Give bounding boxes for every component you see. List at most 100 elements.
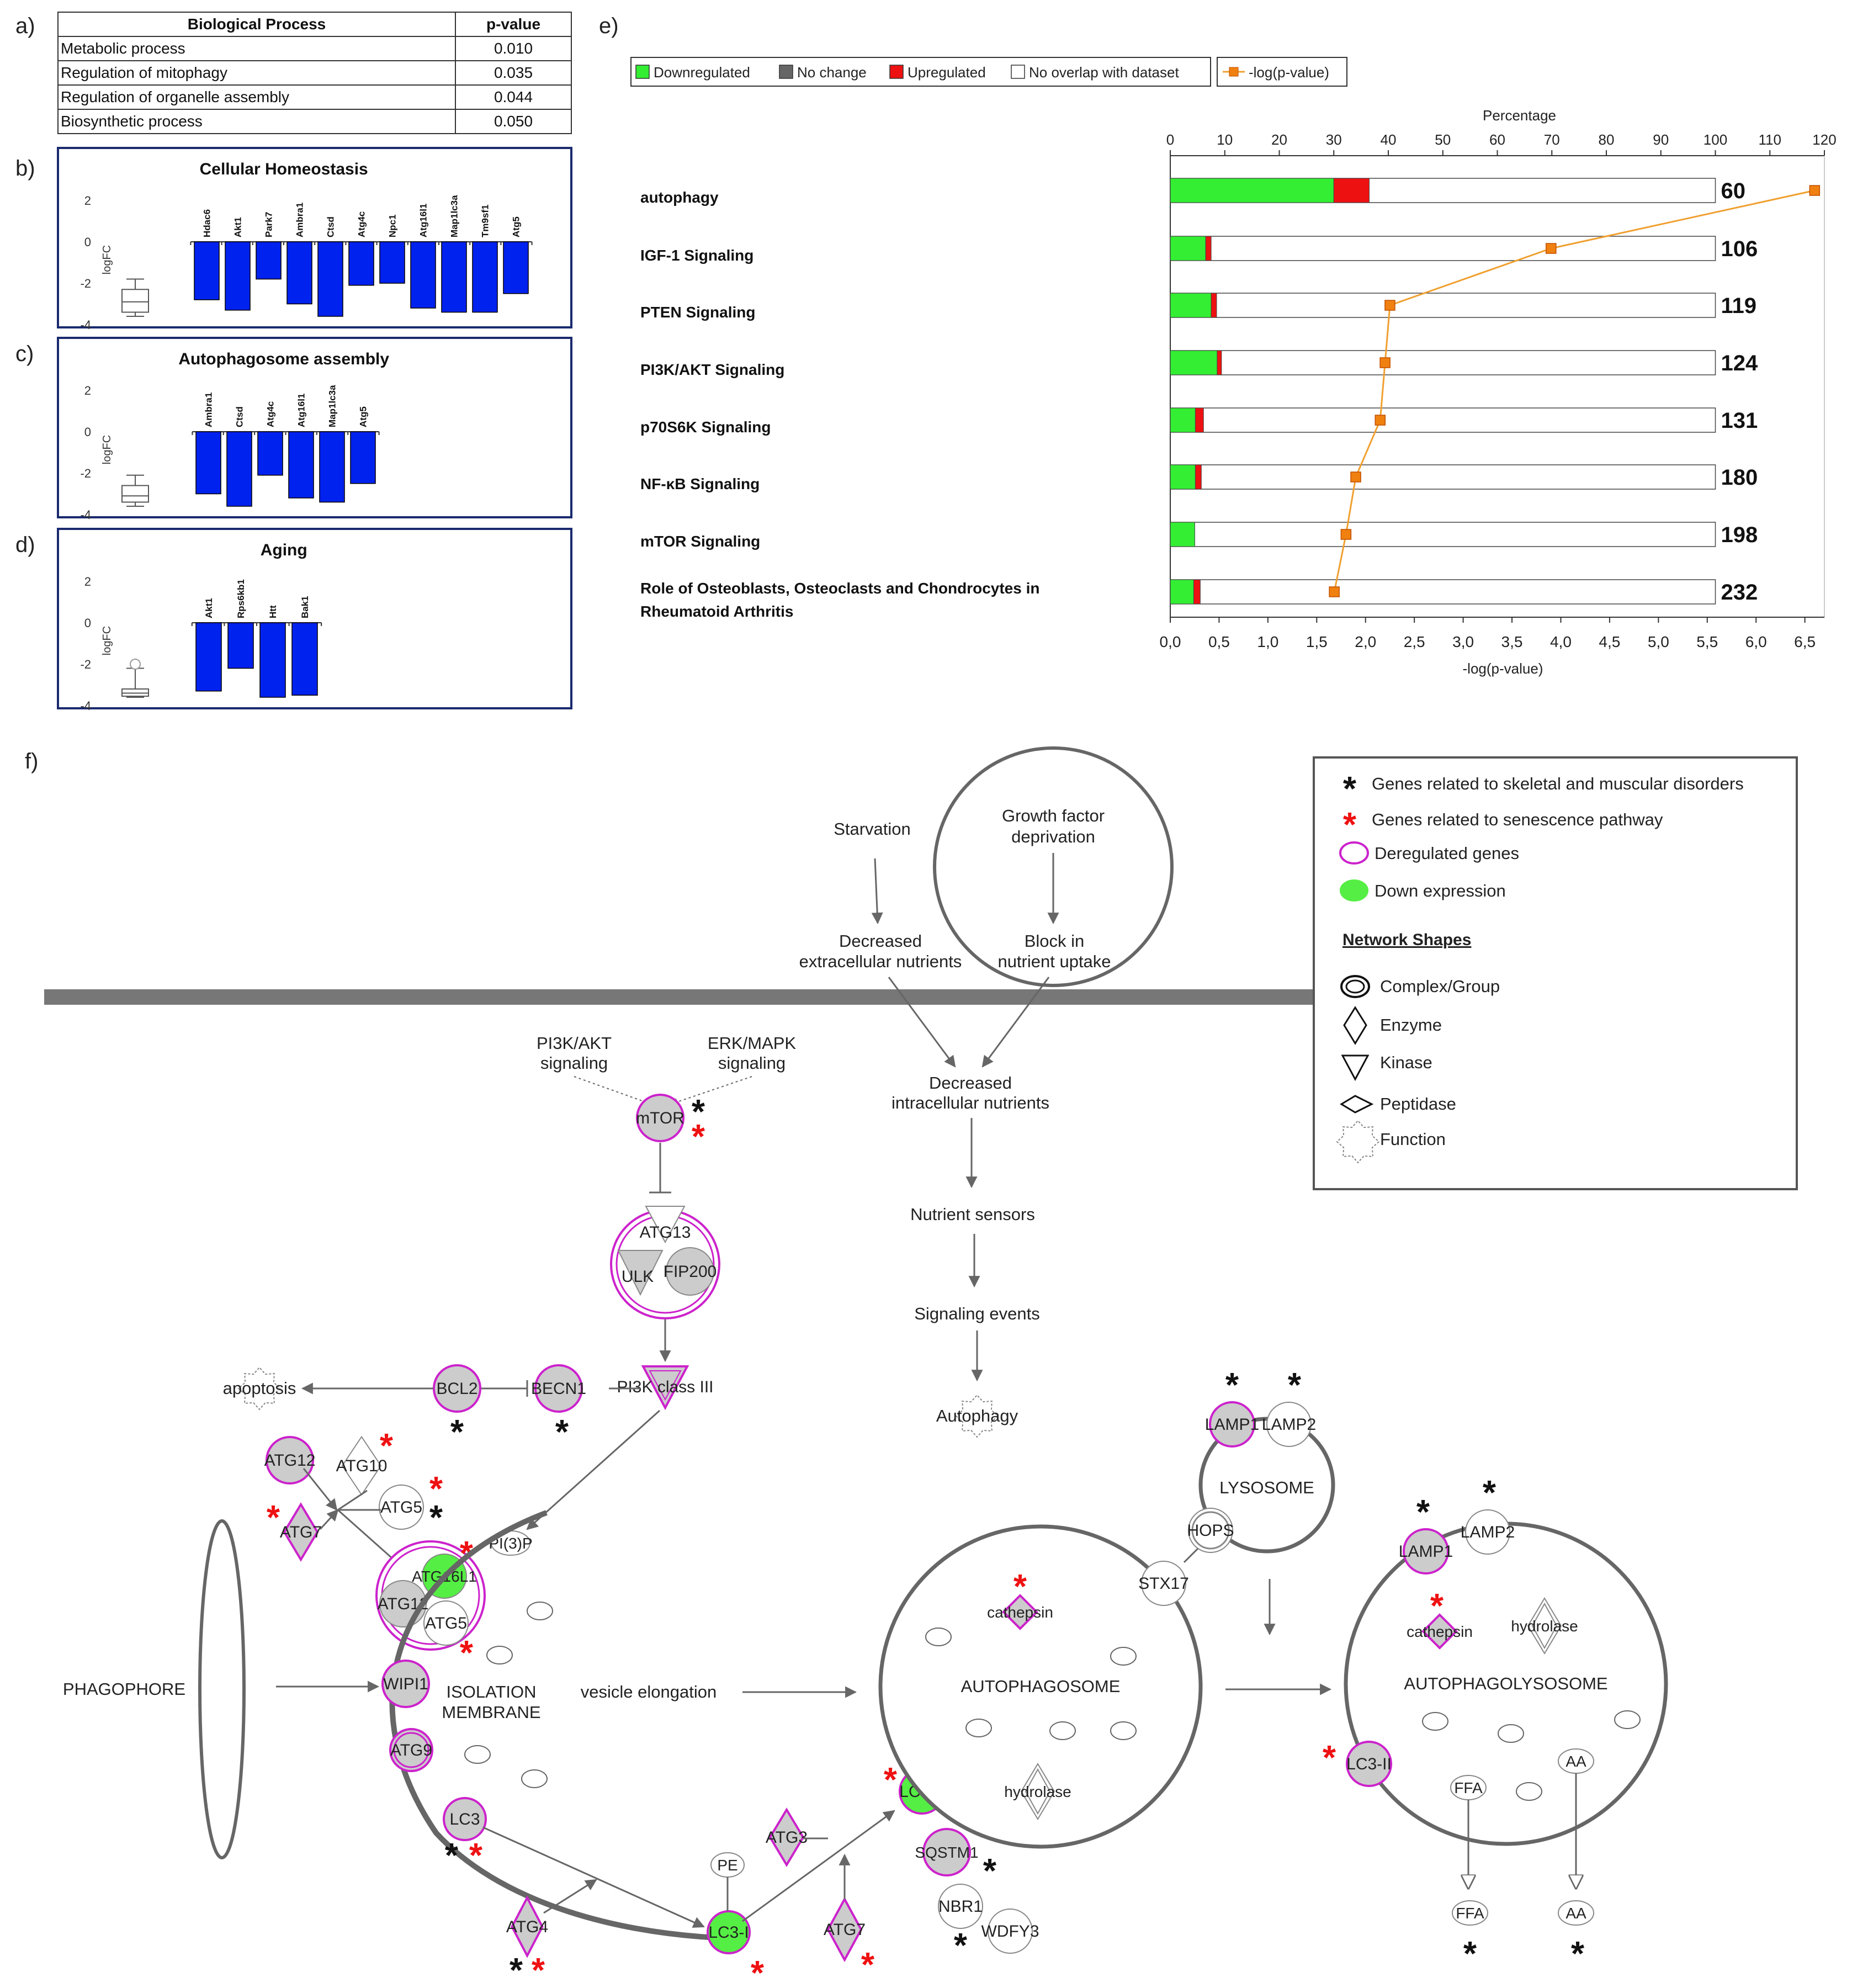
arrow-starvation xyxy=(871,858,883,925)
bcl2-label: BCL2 xyxy=(436,1380,477,1398)
category-label: Atg16l1 xyxy=(296,394,307,427)
logp-marker xyxy=(1809,185,1821,196)
atg7-lower-node xyxy=(826,1896,863,1963)
lysosome-label: LYSOSOME xyxy=(1219,1478,1314,1497)
bar-downregulated xyxy=(1170,178,1334,203)
becn1-node xyxy=(534,1364,583,1413)
bottom-tick-label: 6,5 xyxy=(1794,633,1816,650)
red-star: * xyxy=(1013,1568,1027,1606)
bar xyxy=(472,241,498,313)
bar xyxy=(503,241,529,294)
bar xyxy=(291,622,318,696)
y-tick-label: -4 xyxy=(80,508,91,522)
top-tick-label: 100 xyxy=(1704,131,1727,148)
bar-upregulated xyxy=(1193,579,1201,605)
bar-total: 180 xyxy=(1721,465,1758,490)
apoptosis-label: apoptosis xyxy=(223,1379,296,1398)
legend-item-label: Deregulated genes xyxy=(1375,844,1519,863)
black-star: * xyxy=(450,1413,464,1451)
bar xyxy=(225,241,251,311)
red-star: * xyxy=(884,1761,898,1799)
bar-downregulated xyxy=(1170,579,1194,605)
legend-item-label: Genes related to skeletal and muscular d… xyxy=(1372,774,1744,793)
table-cell-pvalue: 0.050 xyxy=(494,113,533,130)
atg5-node xyxy=(379,1485,424,1530)
y-tick-label: 2 xyxy=(84,575,91,589)
y-tick-label: 0 xyxy=(84,425,91,439)
legend-shape-label: Function xyxy=(1380,1130,1446,1149)
arrow-pi3k-pi3p xyxy=(526,1409,661,1530)
category-label: Hdac6 xyxy=(202,209,213,237)
category-label: Park7 xyxy=(264,212,274,237)
bar-no-overlap xyxy=(1170,522,1716,547)
bottom-tick-label: 2,5 xyxy=(1404,633,1425,650)
cathepsin-lyso-node xyxy=(1421,1613,1458,1650)
lamp2-lyso-label: LAMP2 xyxy=(1461,1523,1515,1541)
table-cell-process: Regulation of organelle assembly xyxy=(61,88,289,105)
y-tick-label: -4 xyxy=(80,318,91,332)
red-star: * xyxy=(692,1118,705,1156)
black-star: * xyxy=(555,1413,569,1451)
vesicle-circle xyxy=(925,1627,952,1646)
cathepsin-label: cathepsin xyxy=(987,1604,1053,1621)
growth-factor-label: Growth factor xyxy=(1002,806,1105,825)
autophagolysosome-label: AUTOPHAGOLYSOSOME xyxy=(1404,1674,1607,1693)
logp-marker xyxy=(1375,415,1386,426)
top-tick-label: 120 xyxy=(1812,131,1836,148)
ffa-label: FFA xyxy=(1454,1779,1483,1796)
hops-node xyxy=(1188,1508,1233,1553)
atg7-node xyxy=(283,1502,319,1562)
box-body xyxy=(121,485,149,503)
bottom-tick-label: 1,0 xyxy=(1257,633,1278,650)
bar-upregulated xyxy=(1195,407,1204,433)
vesicle-circle xyxy=(527,1602,553,1620)
bottom-tick-label: 2,0 xyxy=(1355,633,1376,650)
table-cell-pvalue: 0.035 xyxy=(494,64,533,81)
legend-item-label: Down expression xyxy=(1375,881,1506,900)
arrow-pi3k-mtor xyxy=(574,1076,652,1106)
black-star: * xyxy=(1225,1366,1239,1404)
category-label: Npc1 xyxy=(388,214,398,237)
legend-red-star: * xyxy=(1343,806,1357,844)
legend-shape-label: Enzyme xyxy=(1380,1015,1442,1035)
lc3-i-label: LC3-I xyxy=(708,1923,749,1942)
table-border xyxy=(57,12,572,134)
black-star: * xyxy=(1571,1935,1585,1973)
lamp2-node xyxy=(1266,1402,1312,1447)
box-body xyxy=(121,289,149,313)
vesicle-circle xyxy=(1110,1647,1137,1666)
phagophore-label: PHAGOPHORE xyxy=(63,1679,185,1699)
vesicle-circle xyxy=(1110,1721,1137,1740)
hydrolase-lyso-node xyxy=(1527,1597,1562,1655)
pi3k-class-iii-inner xyxy=(649,1370,682,1401)
vesicle-elongation-label: vesicle elongation xyxy=(581,1682,717,1701)
panel-label-d: d) xyxy=(15,533,35,557)
lc3-node xyxy=(443,1797,487,1841)
panel-label-c: c) xyxy=(15,342,34,366)
bar xyxy=(256,241,282,280)
category-label: NF-κB Signaling xyxy=(640,475,760,492)
growth-factor-label: deprivation xyxy=(1011,827,1095,846)
atg5-complex-label: ATG5 xyxy=(425,1614,467,1632)
category-label: Htt xyxy=(268,605,278,618)
bar xyxy=(195,431,221,495)
mtor-label: mTOR xyxy=(636,1109,684,1127)
isolation-membrane-label: MEMBRANE xyxy=(442,1703,540,1722)
top-tick-label: 20 xyxy=(1271,131,1287,148)
black-star: * xyxy=(429,1499,443,1537)
growth-factor-circle xyxy=(933,746,1174,987)
arrow-lc3i-lc3ii xyxy=(742,1810,895,1922)
ulk-node xyxy=(617,1250,664,1296)
category-label: IGF-1 Signaling xyxy=(640,247,753,264)
top-tick-label: 110 xyxy=(1759,131,1781,148)
table-header-process: Biological Process xyxy=(188,15,326,33)
legend-complex-icon-inner xyxy=(1345,979,1365,994)
table-cell-pvalue: 0.044 xyxy=(494,88,533,105)
panel-label-e: e) xyxy=(599,14,619,38)
red-star: * xyxy=(267,1499,280,1537)
bar-total: 131 xyxy=(1721,409,1758,433)
bar-downregulated xyxy=(1170,407,1196,433)
bar xyxy=(286,241,312,305)
autophagy-function-label: Autophagy xyxy=(936,1406,1018,1425)
